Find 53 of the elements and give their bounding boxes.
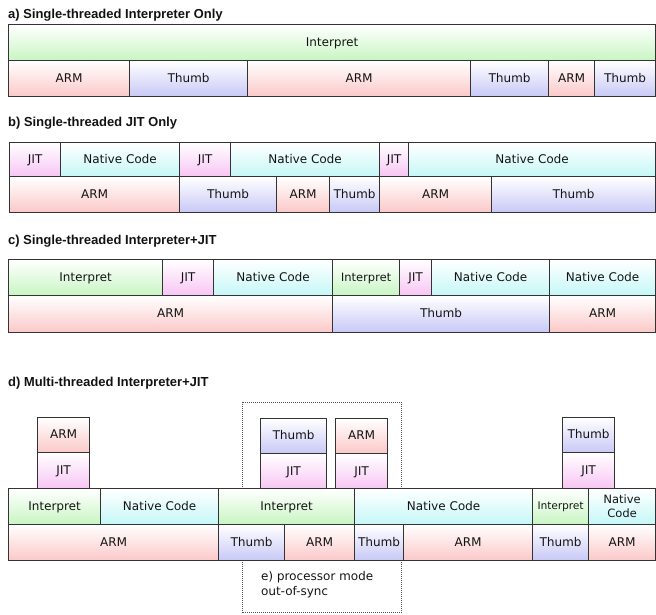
interpret-segment: Interpret [8,24,656,61]
thumb-mode-segment: Thumb [260,418,327,454]
thumb-mode-segment: Thumb [218,524,285,561]
jit-segment: JIT [562,452,615,489]
interpret-segment: Interpret [532,488,589,525]
jit-segment: JIT [399,259,432,296]
interpret-segment: Interpret [218,488,355,525]
section-title: d) Multi-threaded Interpreter+JIT [8,374,208,389]
jit-segment: JIT [260,453,327,490]
jit-segment: JIT [162,259,214,296]
native-code-segment: Native Code [588,488,656,525]
native-code-segment: Native Code [213,259,333,296]
section-title: a) Single-threaded Interpreter Only [8,6,223,21]
interpret-segment: Interpret [8,488,101,525]
arm-mode-segment: ARM [276,176,330,213]
thumb-mode-segment: Thumb [470,60,549,97]
arm-mode-segment: ARM [548,60,595,97]
interpret-segment: Interpret [8,259,163,296]
region-label: e) processor mode out-of-sync [261,568,374,600]
jit-segment: JIT [37,452,90,489]
thumb-mode-segment: Thumb [594,60,656,97]
interpret-segment: Interpret [332,259,400,296]
arm-mode-segment: ARM [8,60,130,97]
native-code-segment: Native Code [408,142,656,177]
native-code-segment: Native Code [100,488,219,525]
thumb-mode-segment: Thumb [491,176,656,213]
jit-segment: JIT [335,453,388,490]
arm-mode-segment: ARM [588,524,656,561]
native-code-segment: Native Code [431,259,550,296]
arm-mode-segment: ARM [9,176,180,213]
section-title: c) Single-threaded Interpreter+JIT [8,232,216,247]
thumb-mode-segment: Thumb [329,176,380,213]
arm-mode-segment: ARM [403,524,533,561]
arm-mode-segment: ARM [247,60,471,97]
thumb-mode-segment: Thumb [562,417,615,453]
native-code-segment: Native Code [60,142,180,177]
thumb-mode-segment: Thumb [332,295,550,333]
section-title: b) Single-threaded JIT Only [8,114,178,129]
native-code-segment: Native Code [354,488,533,525]
arm-mode-segment: ARM [8,524,219,561]
thumb-mode-segment: Thumb [532,524,589,561]
thumb-mode-segment: Thumb [129,60,248,97]
jit-segment: JIT [9,142,61,177]
arm-mode-segment: ARM [335,418,388,454]
arm-mode-segment: ARM [37,417,90,453]
arm-mode-segment: ARM [549,295,656,333]
arm-mode-segment: ARM [8,295,333,333]
native-code-segment: Native Code [549,259,656,296]
jit-segment: JIT [379,142,409,177]
native-code-segment: Native Code [230,142,380,177]
thumb-mode-segment: Thumb [179,176,277,213]
jit-segment: JIT [179,142,231,177]
arm-mode-segment: ARM [379,176,492,213]
